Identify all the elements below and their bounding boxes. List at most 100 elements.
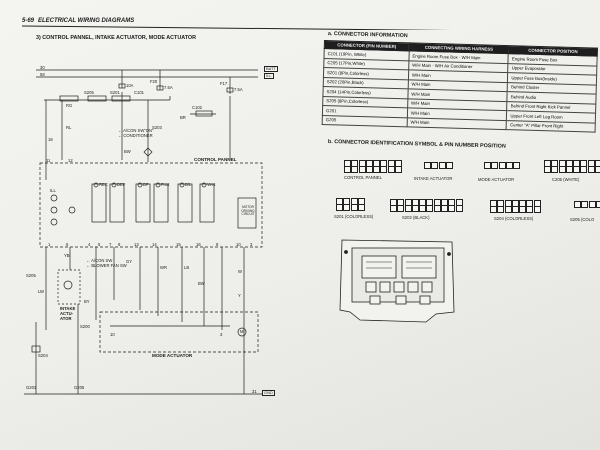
c101-label: C101: [134, 90, 145, 95]
pin: [350, 204, 358, 211]
pin: [390, 205, 397, 212]
pin-number-3: 3: [250, 242, 253, 247]
pin-number-8: 8: [118, 242, 121, 247]
pin: [491, 162, 499, 169]
g201-label: G201: [26, 385, 37, 390]
wire-rg: RG: [66, 103, 73, 108]
pin-number-13: 13: [134, 242, 139, 247]
fuse-left: 10A: [126, 83, 134, 88]
pin: [431, 162, 439, 169]
label-s202: S202 (BLACK): [402, 215, 430, 220]
pin: [397, 205, 405, 212]
pin-number-11: 11: [46, 158, 51, 163]
pin: [357, 204, 365, 211]
pin: [511, 206, 519, 213]
pin: [336, 204, 343, 211]
pin: [573, 166, 581, 173]
pin: [490, 206, 497, 213]
pin: [504, 206, 512, 213]
wire-wr: WR: [160, 265, 167, 270]
wiring-diagram: [24, 69, 263, 395]
mode-label-def: DEF: [117, 182, 126, 187]
pin: [497, 206, 505, 213]
pin: [426, 205, 434, 212]
ill-num: 58: [40, 72, 45, 77]
rg-num: 18: [48, 137, 53, 142]
pin: [424, 162, 431, 169]
pin: [343, 204, 351, 211]
s202-connector: [390, 199, 463, 206]
pin: [581, 201, 589, 208]
c205-connector-row2: [544, 166, 600, 173]
header-rule: [21, 25, 452, 30]
wire-lw: LW: [38, 289, 44, 294]
pin: [505, 162, 513, 169]
aircon-note: ← A/CON SW"ON" ← CONDITIONER: [118, 128, 154, 139]
pin: [404, 205, 412, 212]
bottom-num-10: 10: [110, 332, 115, 337]
page-header-title: ELECTRICAL WIRING DIAGRAMS: [38, 18, 135, 24]
wire-br: BR: [180, 115, 186, 120]
pin: [513, 162, 521, 169]
section-title: 3) CONTROL PANNEL, INTAKE ACTUATOR, MODE…: [36, 35, 197, 41]
label-s204: S204 (COLORLESS): [494, 216, 534, 221]
intake-actuator-label: INTAKE ACTU- ATOR: [60, 306, 76, 322]
pin: [558, 166, 566, 173]
s202-connector-row2: [390, 205, 463, 212]
label-s201: S201 (COLORLESS): [334, 214, 374, 219]
mode-label-bl: B/L: [185, 182, 192, 187]
pin-number-12: 12: [68, 158, 73, 163]
wire-lb: LB: [184, 265, 190, 270]
motor-m: M: [240, 329, 244, 334]
pin: [380, 166, 388, 173]
s201-top: S201: [110, 90, 120, 95]
batt-label: BATT: [264, 66, 278, 72]
wire-w: W: [238, 269, 242, 274]
pin-number-15: 15: [176, 242, 181, 247]
wire-bw2: BW: [198, 281, 205, 286]
pin: [445, 162, 453, 169]
s203-label: S203: [152, 125, 162, 130]
c102-label: C102: [192, 105, 203, 110]
batt-num: 30: [40, 65, 45, 70]
page-number: 5-69: [22, 18, 35, 24]
fuse-mid: 7.5A: [164, 85, 173, 90]
mode-label-vent: Vent: [207, 182, 216, 187]
label-mode-actuator: MODE ACTUATOR: [478, 177, 515, 182]
bottom-num-3: 3: [220, 332, 223, 337]
ill-text: ILL: [50, 188, 56, 193]
pin: [395, 166, 403, 173]
fuse-right: 7.5A: [234, 87, 243, 92]
pin: [448, 205, 456, 212]
s205-mid: S205: [26, 273, 36, 278]
wire-y: Y: [238, 293, 241, 298]
mode-actuator-label: MODE ACTUATOR: [152, 353, 193, 358]
pin: [544, 166, 551, 173]
pin: [588, 201, 596, 208]
s200-label: S200: [80, 324, 90, 329]
pin: [344, 166, 351, 173]
pin: [411, 205, 419, 212]
pin: [358, 166, 366, 173]
mode-label-df: DF: [143, 182, 149, 187]
pin: [595, 201, 600, 208]
s204-label: S204: [38, 353, 48, 358]
s201-connector-row2: [336, 204, 365, 211]
pin: [373, 166, 381, 173]
mode-actuator-connector: [484, 162, 521, 169]
s205-top: S205: [84, 90, 94, 95]
fuse-left-id: F20: [150, 79, 158, 84]
wire-by: BY: [84, 299, 90, 304]
pin: [587, 166, 595, 173]
pin: [433, 205, 441, 212]
pin-number-1: 1: [48, 242, 51, 247]
wire-gy: GY: [126, 259, 133, 264]
gnd-label: GND: [262, 390, 275, 396]
pin: [519, 206, 527, 213]
pin-number-16: 16: [196, 242, 201, 247]
label-intake-actuator: INTAKE ACTUATOR: [414, 176, 453, 181]
s205-connector: [574, 201, 600, 208]
pin-number-9: 9: [216, 242, 219, 247]
